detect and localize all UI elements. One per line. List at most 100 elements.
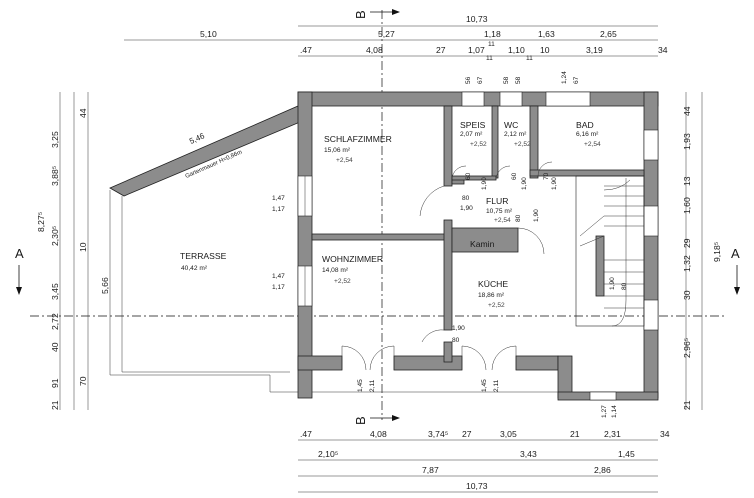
svg-text:5,10: 5,10 <box>200 29 217 39</box>
svg-text:10,73: 10,73 <box>466 481 488 491</box>
svg-text:1,90: 1,90 <box>609 277 616 290</box>
svg-text:1,90: 1,90 <box>521 177 528 190</box>
svg-text:1,10: 1,10 <box>508 45 525 55</box>
svg-text:1,18: 1,18 <box>484 29 501 39</box>
svg-text:2,30⁵: 2,30⁵ <box>50 225 60 246</box>
svg-text:1,90: 1,90 <box>481 177 488 190</box>
svg-text:A: A <box>15 246 24 261</box>
svg-text:2,65: 2,65 <box>600 29 617 39</box>
svg-text:10: 10 <box>78 242 88 252</box>
svg-text:70: 70 <box>78 376 88 386</box>
staircase <box>575 175 645 327</box>
svg-text:40,42 m²: 40,42 m² <box>181 265 208 272</box>
room-wc: WC 2,12 m² +2,52 <box>504 120 531 148</box>
svg-text:1,47: 1,47 <box>272 195 285 202</box>
svg-text:1,90: 1,90 <box>533 209 540 222</box>
svg-text:21: 21 <box>682 400 692 410</box>
svg-text:+2,54: +2,54 <box>584 141 601 148</box>
kamin-block <box>451 227 519 253</box>
svg-text:21: 21 <box>570 429 580 439</box>
svg-text:11: 11 <box>488 41 495 48</box>
svg-text:34: 34 <box>658 45 668 55</box>
svg-text:7,87: 7,87 <box>422 465 439 475</box>
svg-text:1,45: 1,45 <box>357 379 364 392</box>
svg-text:13: 13 <box>682 176 692 186</box>
svg-text:21: 21 <box>50 400 60 410</box>
svg-text:3,45: 3,45 <box>50 283 60 300</box>
svg-text:A: A <box>731 246 740 261</box>
svg-text:8,27⁵: 8,27⁵ <box>36 211 46 232</box>
section-marker-b-top: B <box>353 9 400 19</box>
room-schlafzimmer: SCHLAFZIMMER 15,06 m² +2,54 <box>324 134 392 164</box>
svg-text:60: 60 <box>511 172 518 180</box>
svg-text:70: 70 <box>543 172 550 180</box>
svg-text:3,88⁵: 3,88⁵ <box>50 165 60 186</box>
dimensions-right: 1,93 1,60 1,32 2,96⁵ 21 44 13 29 30 9,18… <box>682 92 722 410</box>
room-flur: FLUR 10,75 m² +2,54 <box>486 196 513 224</box>
windows <box>297 91 659 401</box>
svg-text:3,43: 3,43 <box>520 449 537 459</box>
svg-text:5,46: 5,46 <box>188 131 206 146</box>
svg-text:27: 27 <box>436 45 446 55</box>
svg-text:5,66: 5,66 <box>100 277 110 294</box>
svg-text:.47: .47 <box>300 45 312 55</box>
svg-text:1,07: 1,07 <box>468 45 485 55</box>
svg-text:1,17: 1,17 <box>272 284 285 291</box>
svg-text:14,08 m²: 14,08 m² <box>322 267 349 274</box>
svg-text:10: 10 <box>540 45 550 55</box>
svg-text:SPEIS: SPEIS <box>460 120 486 130</box>
room-kueche: KÜCHE 18,86 m² +2,52 <box>478 279 508 309</box>
svg-text:1,17: 1,17 <box>272 206 285 213</box>
svg-text:+2,54: +2,54 <box>494 217 511 224</box>
doors <box>341 161 553 371</box>
svg-text:40: 40 <box>50 342 60 352</box>
svg-text:6,16 m²: 6,16 m² <box>576 131 599 138</box>
garden-wall <box>109 105 301 197</box>
interior-walls <box>311 105 645 363</box>
svg-text:.47: .47 <box>300 429 312 439</box>
dimensions-openings: 1,47 1,17 1,47 1,17 1,45 2,11 1,45 2,11 … <box>272 172 628 418</box>
svg-text:44: 44 <box>682 106 692 116</box>
svg-text:1,90: 1,90 <box>551 177 558 190</box>
section-marker-a-right: A <box>731 246 740 295</box>
svg-text:1,47: 1,47 <box>272 273 285 280</box>
svg-text:2,86: 2,86 <box>594 465 611 475</box>
svg-text:60: 60 <box>465 172 472 180</box>
svg-text:29: 29 <box>682 238 692 248</box>
svg-text:1,27: 1,27 <box>601 405 608 418</box>
svg-text:56: 56 <box>465 76 472 84</box>
svg-text:2,11: 2,11 <box>369 379 376 392</box>
svg-text:KÜCHE: KÜCHE <box>478 279 508 289</box>
svg-text:2,72: 2,72 <box>50 313 60 330</box>
svg-text:1,93: 1,93 <box>682 133 692 150</box>
svg-text:11: 11 <box>526 55 533 62</box>
svg-text:10,73: 10,73 <box>466 14 488 24</box>
svg-text:58: 58 <box>515 76 522 84</box>
svg-text:1,45: 1,45 <box>481 379 488 392</box>
section-marker-a-left: A <box>15 246 24 295</box>
svg-text:4,08: 4,08 <box>370 429 387 439</box>
room-bad: BAD 6,16 m² +2,54 <box>576 120 601 148</box>
svg-text:2,07 m²: 2,07 m² <box>460 131 483 138</box>
svg-text:3,25: 3,25 <box>50 131 60 148</box>
svg-text:WC: WC <box>504 120 518 130</box>
svg-text:4,08: 4,08 <box>366 45 383 55</box>
svg-text:80: 80 <box>515 214 522 222</box>
svg-text:Kamin: Kamin <box>470 239 495 249</box>
svg-text:80: 80 <box>621 282 628 290</box>
svg-text:2,10⁵: 2,10⁵ <box>318 449 339 459</box>
room-kamin: Kamin <box>470 239 495 249</box>
dimensions-top: 10,73 5,10 5,27 1,18 1,63 2,65 11 .47 4,… <box>124 14 668 84</box>
svg-text:1,90: 1,90 <box>460 205 473 212</box>
svg-text:TERRASSE: TERRASSE <box>180 251 227 261</box>
svg-text:30: 30 <box>682 290 692 300</box>
svg-text:44: 44 <box>78 108 88 118</box>
svg-text:B: B <box>353 416 368 425</box>
svg-text:WOHNZIMMER: WOHNZIMMER <box>322 254 383 264</box>
svg-text:58: 58 <box>503 76 510 84</box>
svg-text:67: 67 <box>477 76 484 84</box>
section-marker-b-bottom: B <box>353 415 400 425</box>
svg-text:3,19: 3,19 <box>586 45 603 55</box>
svg-text:B: B <box>353 10 368 19</box>
svg-text:2,31: 2,31 <box>604 429 621 439</box>
